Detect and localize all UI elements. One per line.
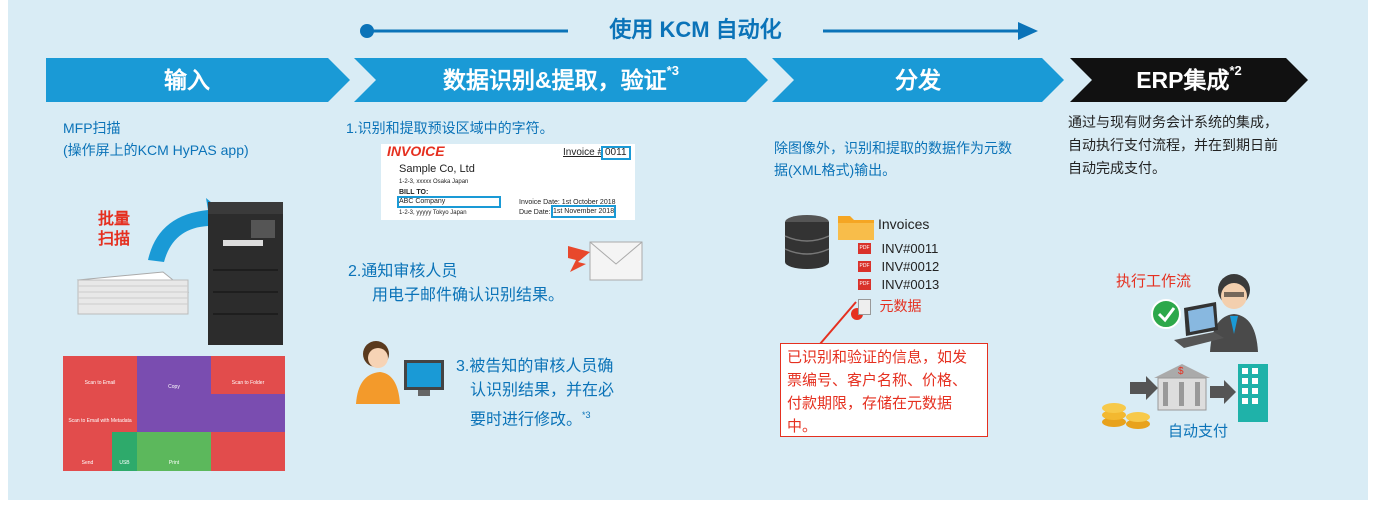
paper-stack-icon xyxy=(76,271,190,315)
recog-step-3c: 要时进行修改。*3 xyxy=(470,410,591,429)
building-icon xyxy=(1238,364,1268,422)
mfp-scan-illustration xyxy=(76,198,283,345)
tile-empty xyxy=(211,432,285,471)
folder-label: Invoices xyxy=(878,216,930,232)
checkmark-icon xyxy=(1151,299,1181,329)
database-icon xyxy=(784,215,830,269)
tile-print: Print xyxy=(137,432,211,471)
stage-label-erp: ERP集成*2 xyxy=(1136,63,1242,93)
laptop-icon xyxy=(1174,302,1224,348)
automation-timeline xyxy=(46,22,1308,345)
invoice-sample: INVOICE Invoice # 0011 Sample Co, Ltd 1-… xyxy=(381,144,635,220)
metadata-label: 元数据 xyxy=(879,298,922,314)
recog-step-2a: 2.通知审核人员 xyxy=(348,263,458,280)
input-desc-1: MFP扫描 xyxy=(63,120,121,136)
coins-icon xyxy=(1102,403,1150,429)
xml-file-icon xyxy=(858,298,871,315)
stage-arrow-erp xyxy=(1070,58,1308,102)
erp-desc-2: 自动执行支付流程，并在到期日前 xyxy=(1068,137,1278,153)
arrow-icon xyxy=(1210,380,1236,404)
metadata-note: 已识别和验证的信息，如发票编号、客户名称、价格、付款期限，存储在元数据中。 xyxy=(780,343,988,437)
recog-step-1: 1.识别和提取预设区域中的字符。 xyxy=(346,120,554,136)
reviewer-person-icon xyxy=(356,341,444,404)
distribute-desc-1: 除图像外，识别和提取的数据作为元数 xyxy=(774,140,1012,156)
invoice-number-label: Invoice # xyxy=(563,147,604,158)
recog-step-3b: 认识别结果，并在必 xyxy=(470,382,615,399)
invoice-title: INVOICE xyxy=(387,143,445,159)
arrow-icon xyxy=(1130,376,1158,400)
file-name: INV#0011 xyxy=(881,241,939,256)
diagram-canvas: 使用 KCM 自动化 输入 数据识别&提取，验证*3 分发 ERP集成*2 MF… xyxy=(8,0,1368,500)
file-name: INV#0013 xyxy=(881,277,940,292)
pdf-icon: PDF xyxy=(858,261,871,273)
batch-label-1: 批量 xyxy=(98,211,131,228)
workflow-label: 执行工作流 xyxy=(1116,273,1192,290)
invoice-company: Sample Co, Ltd xyxy=(399,163,475,175)
invoice-due-label: Due Date: xyxy=(519,209,551,216)
folder-icon xyxy=(838,216,874,240)
printer-icon xyxy=(208,202,283,345)
erp-desc-1: 通过与现有财务会计系统的集成， xyxy=(1068,114,1278,130)
tile-copy: Copy xyxy=(137,356,211,394)
workflow-illustration xyxy=(1151,274,1258,352)
stage-arrow-recognition xyxy=(354,58,768,102)
hypas-screen: Scan to Email Copy Scan to Folder Scan t… xyxy=(63,356,285,471)
tile-send: Send xyxy=(63,432,112,471)
invoice-customer: ABC Company xyxy=(397,196,501,208)
recog-step-3a: 3.被告知的审核人员确 xyxy=(456,358,614,375)
footnote-3: *3 xyxy=(582,410,591,420)
stage-arrow-distribution xyxy=(772,58,1064,102)
payment-illustration: $ xyxy=(1102,364,1268,429)
recog-step-2b: 用电子邮件确认识别结果。 xyxy=(372,287,565,304)
pdf-icon: PDF xyxy=(858,279,871,291)
email-notify-icon xyxy=(568,241,643,281)
tile-scan-to-email: Scan to Email xyxy=(63,356,137,394)
stage-label-distribution: 分发 xyxy=(895,67,941,93)
stage-label-recognition: 数据识别&提取，验证*3 xyxy=(443,63,679,93)
file-row-2: PDF INV#0012 xyxy=(858,258,939,276)
invoice-bill-to: BILL TO: xyxy=(399,189,429,196)
file-row-1: PDF INV#0011 xyxy=(858,240,938,258)
file-row-3: PDF INV#0013 xyxy=(858,276,939,294)
erp-desc-3: 自动完成支付。 xyxy=(1068,160,1166,176)
tile-scan-to-email-metadata: Scan to Email with Metadata xyxy=(63,394,137,432)
svg-text:$: $ xyxy=(1178,366,1184,377)
distribute-desc-2: 据(XML格式)输出。 xyxy=(774,162,897,178)
tile-usb: USB xyxy=(112,432,137,471)
invoice-date: Invoice Date: 1st October 2018 xyxy=(519,199,616,206)
metadata-row: 元数据 xyxy=(858,296,921,316)
stage-label-input: 输入 xyxy=(164,67,210,93)
batch-label-2: 扫描 xyxy=(98,231,131,248)
invoice-customer-addr: 1-2-3, yyyyy Tokyo Japan xyxy=(399,210,467,216)
invoice-address: 1-2-3, xxxxx Osaka Japan xyxy=(399,179,469,185)
invoice-number: 0011 xyxy=(601,146,631,160)
stage-arrow-input xyxy=(46,58,350,102)
input-desc-2: (操作屏上的KCM HyPAS app) xyxy=(63,142,249,158)
file-name: INV#0012 xyxy=(881,259,940,274)
invoice-due-date: 1st November 2018 xyxy=(551,205,617,218)
banner-title: 使用 KCM 自动化 xyxy=(609,17,782,42)
bank-icon: $ xyxy=(1154,364,1210,411)
tile-scan-to-folder: Scan to Folder xyxy=(211,356,285,394)
businessman-icon xyxy=(1210,274,1258,352)
pdf-icon: PDF xyxy=(858,243,871,255)
payment-label: 自动支付 xyxy=(1168,423,1229,440)
